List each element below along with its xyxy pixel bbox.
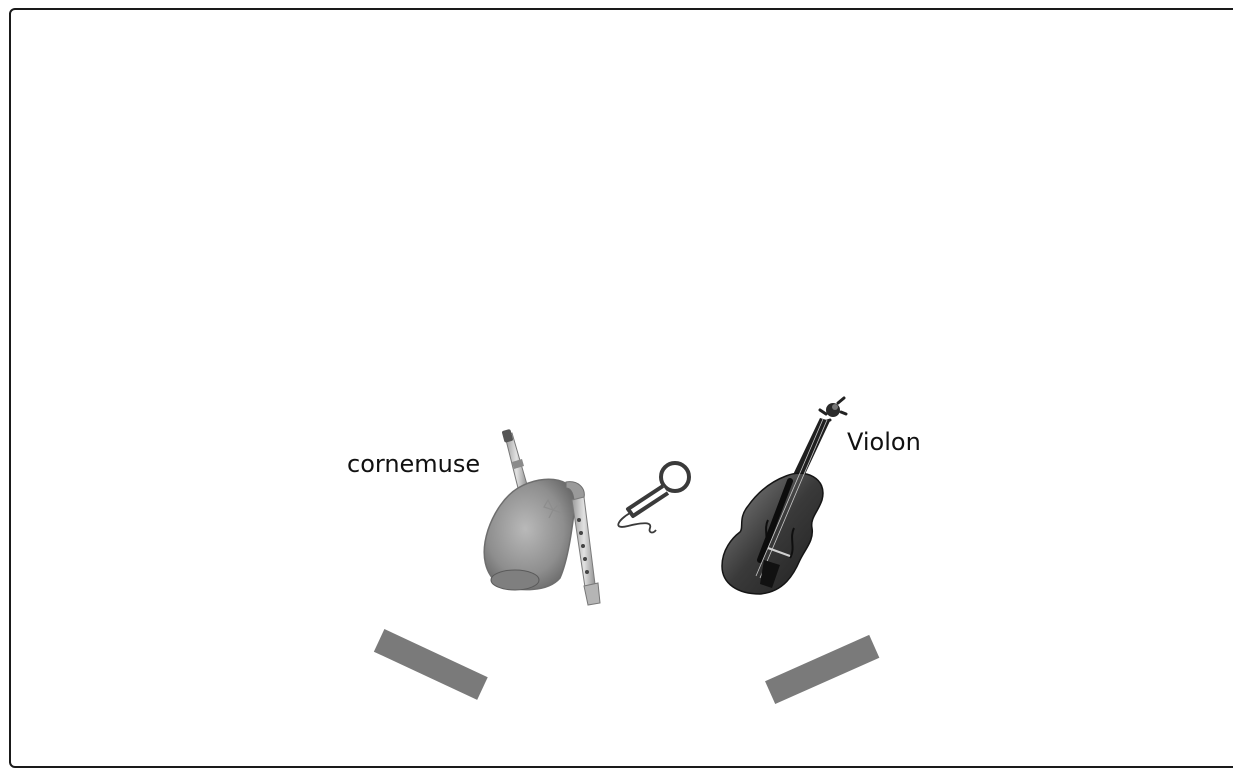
- violin-scroll: [818, 396, 848, 424]
- bagpipe-base: [490, 569, 540, 591]
- speaker-left: [373, 629, 488, 700]
- microphone-icon: [617, 461, 691, 534]
- label-violin: Violon: [847, 428, 921, 456]
- label-bagpipe: cornemuse: [347, 450, 481, 478]
- bagpipe-drone: [502, 429, 529, 493]
- violin-neck: [790, 418, 830, 485]
- violin-icon: [721, 396, 848, 595]
- speaker-right: [765, 634, 880, 705]
- bagpipe-icon: [483, 429, 601, 606]
- stage-diagram: [373, 396, 880, 705]
- bagpipe-chanter: [571, 496, 601, 606]
